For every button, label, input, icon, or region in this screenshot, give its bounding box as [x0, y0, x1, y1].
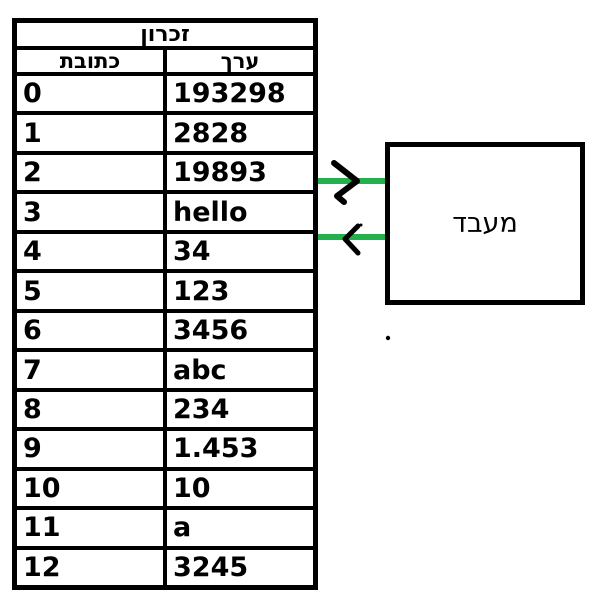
table-row: 8 234 — [17, 391, 313, 432]
table-row: 4 34 — [17, 233, 313, 274]
table-row: 1 2828 — [17, 115, 313, 155]
address-cell: 11 — [17, 510, 167, 546]
address-cell: 10 — [17, 470, 167, 507]
address-cell: 8 — [17, 391, 167, 428]
stray-dot — [385, 335, 391, 341]
table-row: 3 hello — [17, 194, 313, 234]
value-cell: hello — [173, 196, 248, 228]
table-row: 5 123 — [17, 273, 313, 313]
address-cell: 1 — [17, 115, 167, 151]
value-cell: 1.453 — [173, 433, 259, 465]
column-header-address: כתובת — [17, 50, 167, 72]
address-cell: 2 — [17, 154, 167, 191]
table-row: 9 1.453 — [17, 431, 313, 471]
table-row: 2 19893 — [17, 154, 313, 195]
address-cell: 12 — [17, 549, 167, 586]
address-cell: 4 — [17, 233, 167, 270]
memory-table-title: זכרון — [17, 23, 313, 50]
bus-line-to-memory — [318, 234, 389, 240]
stray-dot-small — [359, 223, 363, 227]
address-cell: 0 — [17, 76, 167, 112]
value-cell: 10 — [173, 472, 211, 504]
value-cell: 3456 — [173, 315, 249, 347]
table-row: 12 3245 — [17, 549, 313, 586]
address-cell: 5 — [17, 273, 167, 309]
address-cell: 6 — [17, 312, 167, 349]
table-row: 11 a — [17, 510, 313, 550]
memory-table: זכרון כתובת ערך 0 193298 1 2828 2 19893 … — [12, 18, 318, 590]
value-cell: 3245 — [173, 551, 249, 583]
memory-table-header-row: כתובת ערך — [17, 50, 313, 76]
processor-box: מעבד — [385, 142, 585, 305]
table-row: 0 193298 — [17, 76, 313, 116]
value-cell: 234 — [173, 393, 230, 425]
address-cell: 9 — [17, 431, 167, 467]
value-cell: 193298 — [173, 78, 286, 110]
column-header-value: ערך — [220, 48, 260, 73]
table-row: 7 abc — [17, 352, 313, 392]
value-cell: abc — [173, 354, 227, 386]
value-cell: 2828 — [173, 117, 249, 149]
value-cell: 34 — [173, 236, 211, 268]
table-row: 10 10 — [17, 470, 313, 511]
table-row: 6 3456 — [17, 312, 313, 353]
processor-label: מעבד — [452, 208, 518, 239]
bus-line-to-processor — [318, 178, 386, 184]
value-cell: a — [173, 512, 192, 544]
value-cell: 19893 — [173, 157, 267, 189]
address-cell: 7 — [17, 352, 167, 388]
value-cell: 123 — [173, 275, 230, 307]
address-cell: 3 — [17, 194, 167, 230]
